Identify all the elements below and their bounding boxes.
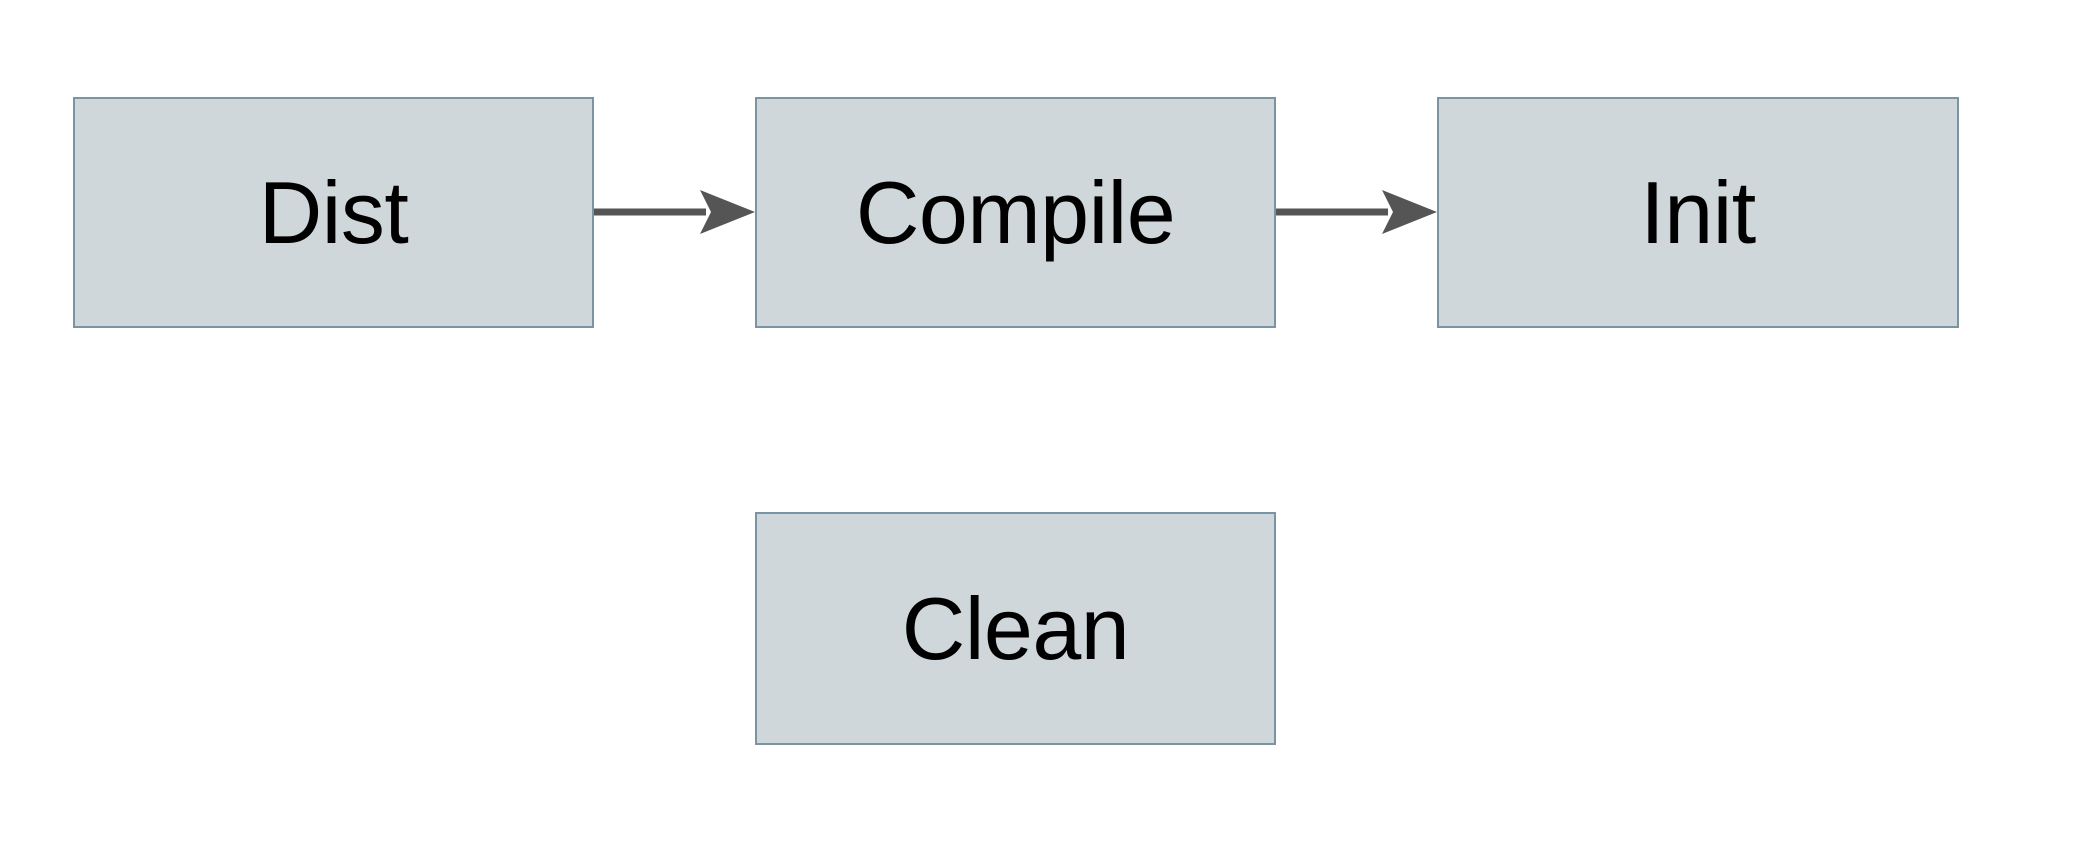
node-dist-label: Dist xyxy=(258,162,409,262)
edge-compile-to-init[interactable] xyxy=(1276,180,1441,244)
node-compile[interactable]: Compile xyxy=(755,97,1276,328)
arrowhead-icon xyxy=(1382,190,1437,234)
arrowhead-icon xyxy=(700,190,755,234)
edge-dist-to-compile[interactable] xyxy=(594,180,759,244)
node-clean-label: Clean xyxy=(901,578,1130,678)
node-compile-label: Compile xyxy=(855,162,1176,262)
node-dist[interactable]: Dist xyxy=(73,97,594,328)
node-clean[interactable]: Clean xyxy=(755,512,1276,745)
node-init-label: Init xyxy=(1640,162,1756,262)
node-init[interactable]: Init xyxy=(1437,97,1959,328)
